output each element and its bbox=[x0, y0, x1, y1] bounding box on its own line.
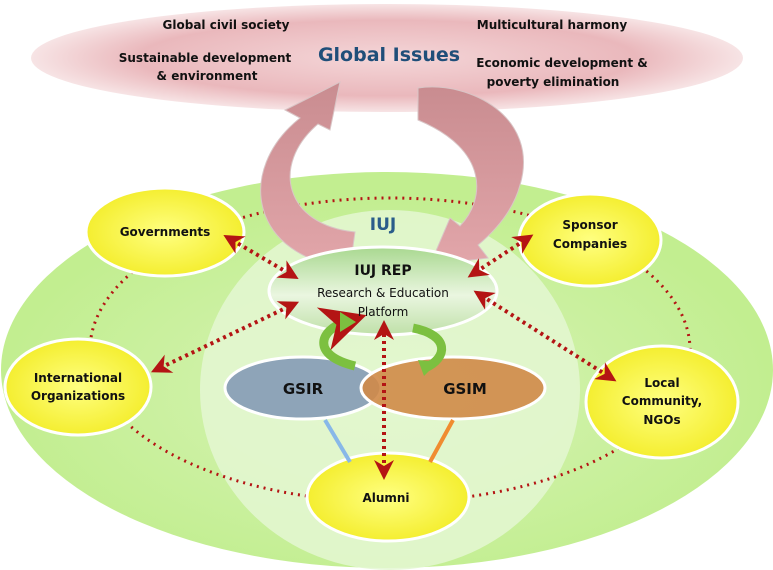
gsim-alumni-arrow bbox=[428, 419, 455, 463]
gsim-label: GSIM bbox=[443, 380, 487, 398]
cycle-arrowhead-right bbox=[418, 360, 438, 376]
issue-sustainable-2: & environment bbox=[157, 69, 258, 83]
issue-economic-2: poverty elimination bbox=[487, 75, 620, 89]
gsir-label: GSIR bbox=[283, 380, 324, 398]
alumni-label: Alumni bbox=[362, 491, 409, 505]
gsir-alumni-arrow bbox=[323, 418, 352, 464]
intl-rep-arrow bbox=[150, 301, 300, 373]
international-organizations-node bbox=[3, 337, 153, 437]
intl-label-1: International bbox=[34, 371, 122, 385]
sponsor-rep-arrow bbox=[467, 234, 534, 278]
issue-sustainable-1: Sustainable development bbox=[119, 51, 292, 65]
local-label-1: Local bbox=[644, 376, 679, 390]
governments-label: Governments bbox=[120, 225, 211, 239]
issue-civil-society: Global civil society bbox=[163, 18, 290, 32]
platform-line2: Platform bbox=[358, 305, 409, 319]
global-issues-ellipse bbox=[31, 4, 743, 112]
platform-line1: Research & Education bbox=[317, 286, 449, 300]
sponsor-label-2: Companies bbox=[553, 237, 627, 251]
governments-node bbox=[84, 186, 246, 278]
cycle-arrow-left bbox=[316, 307, 367, 371]
intl-label-2: Organizations bbox=[31, 389, 125, 403]
local-label-2: Community, bbox=[622, 394, 702, 408]
platform-title: IUJ REP bbox=[354, 263, 411, 279]
issue-multicultural: Multicultural harmony bbox=[477, 18, 628, 32]
issue-economic-1: Economic development & bbox=[476, 56, 647, 70]
governments-rep-arrow bbox=[223, 234, 299, 280]
local-community-node bbox=[584, 344, 740, 460]
iuj-label: IUJ bbox=[370, 215, 396, 235]
local-label-3: NGOs bbox=[643, 413, 680, 427]
cycle-arrowhead-left bbox=[340, 312, 356, 332]
sponsor-label-1: Sponsor bbox=[562, 218, 617, 232]
global-issues-title: Global Issues bbox=[318, 44, 460, 66]
incoming-curved-arrow bbox=[417, 86, 524, 266]
